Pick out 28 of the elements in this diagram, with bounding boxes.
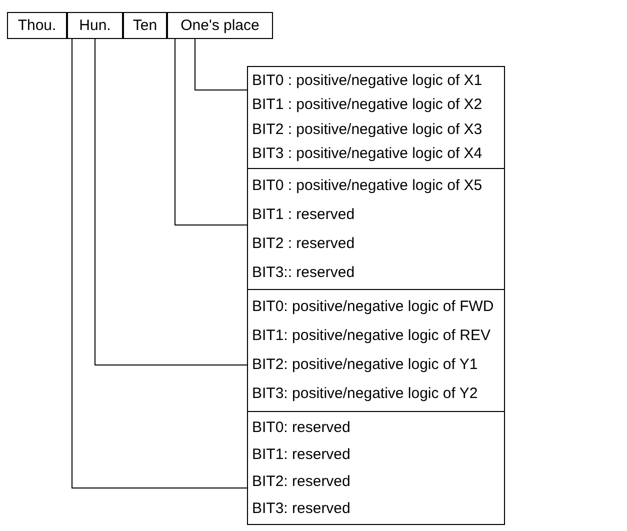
bit-description-box xyxy=(247,289,505,412)
bit-description: BIT1 : reserved xyxy=(252,206,356,224)
bit-description: BIT0: positive/negative logic of FWD xyxy=(252,298,495,316)
leader-line xyxy=(194,38,248,90)
bit-description: BIT0 : positive/negative logic of X5 xyxy=(252,176,484,194)
leader-line xyxy=(72,38,248,488)
digit-header-cell: Hun. xyxy=(67,12,123,39)
bit-description: BIT2 : reserved xyxy=(252,234,356,252)
bit-description: BIT3:: reserved xyxy=(252,264,356,282)
bit-description: BIT3: positive/negative logic of Y2 xyxy=(252,385,479,404)
bit-description: BIT0 : positive/negative logic of X1 xyxy=(252,72,484,90)
bit-description: BIT2 : positive/negative logic of X3 xyxy=(252,120,484,139)
digit-header-cell: Thou. xyxy=(7,12,67,39)
leader-line xyxy=(174,38,248,226)
bit-description: BIT3: reserved xyxy=(252,500,352,518)
bit-description: BIT2: positive/negative logic of Y1 xyxy=(252,356,479,374)
bit-description: BIT1: reserved xyxy=(252,446,352,464)
bit-description: BIT0: reserved xyxy=(252,418,352,436)
bit-description: BIT3 : positive/negative logic of X4 xyxy=(252,144,484,163)
bit-description: BIT1 : positive/negative logic of X2 xyxy=(252,96,484,114)
bit-description-box xyxy=(247,168,505,290)
digit-header-cell: One's place xyxy=(167,12,273,39)
bit-description: BIT1: positive/negative logic of REV xyxy=(252,326,492,345)
bit-description: BIT2: reserved xyxy=(252,472,352,490)
leader-line xyxy=(94,38,248,366)
bit-description-box xyxy=(247,411,505,525)
digit-header-cell: Ten xyxy=(123,12,167,39)
bit-description-box xyxy=(247,66,505,169)
